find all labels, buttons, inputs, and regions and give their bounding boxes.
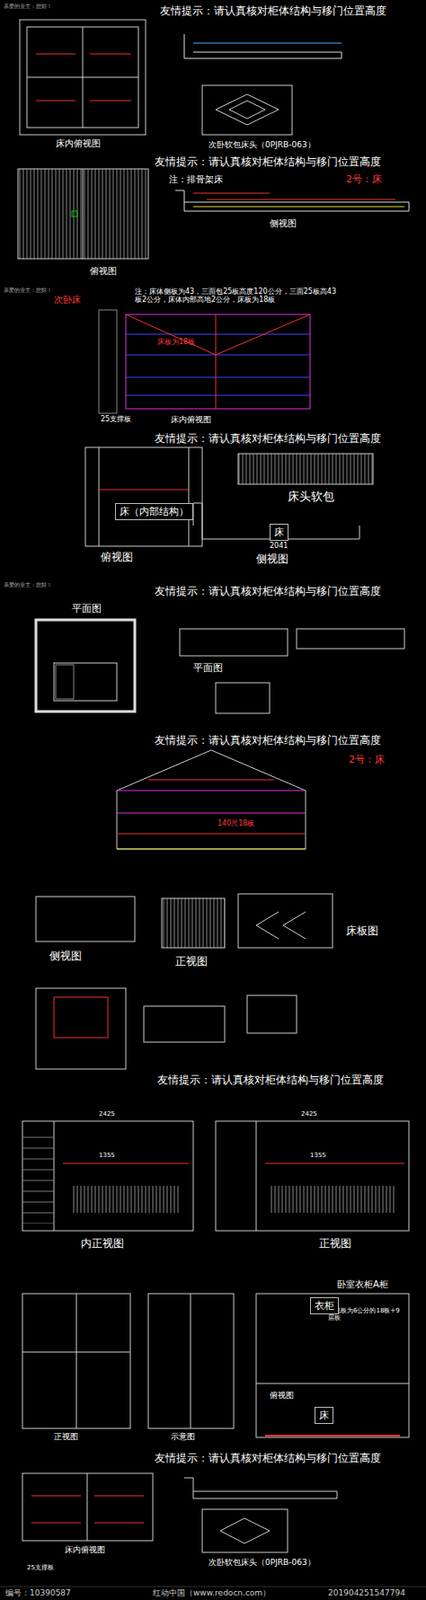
drawing-label: 床头软包 (287, 490, 335, 505)
drawing-label: 编号：10390587 (5, 1588, 71, 1598)
drawing-label: 2041 (269, 541, 288, 551)
drawing-label: 友情提示：请认真核对柜体结构与移门位置高度 (154, 156, 382, 169)
drawing-label: 友情提示：请认真核对柜体结构与移门位置高度 (154, 433, 382, 446)
part-name: 床 (319, 1409, 329, 1423)
drawing-label: 俯视图 (89, 266, 117, 277)
drawing-label: 亲爱的业主：您好！ (3, 287, 53, 294)
drawing-label: 次卧床 (53, 294, 81, 306)
drawing-label: 注：排骨架床 (168, 174, 223, 186)
drawing-label: 平面图 (71, 603, 102, 616)
drawing-label: 2号：床 (348, 754, 385, 767)
drawing-label: 卧室衣柜A柜 (337, 1279, 389, 1291)
drawing-label: 25支撑板 (26, 1564, 54, 1572)
part-box: 床 (314, 1407, 334, 1425)
drawing-label: 201904251547794 (328, 1588, 406, 1598)
drawing-label: 1355 (98, 1152, 116, 1160)
drawing-label: 床底板为6公分的18板+9层板 (328, 1307, 405, 1323)
part-name: 衣柜 (314, 1299, 335, 1314)
drawing-label: 亲爱的业主：您好！ (3, 582, 53, 589)
drawing-label: 次卧软包床头（0PJRB-063） (208, 1558, 316, 1568)
drawing-label: 正视图 (319, 1238, 352, 1252)
drawing-label: 床内俯视图 (64, 1545, 106, 1555)
drawing-label: 2425 (98, 1110, 116, 1119)
drawing-label: 次卧软包床头（0PJRB-063） (208, 140, 316, 150)
drawing-label: 床内俯视图 (55, 138, 101, 150)
part-name: 床（内部结构） (119, 505, 189, 519)
drawing-label: 侧视图 (49, 950, 82, 964)
drawing-label: 友情提示：请认真核对柜体结构与移门位置高度 (159, 5, 387, 18)
drawing-label: 正视图 (175, 956, 208, 969)
drawing-label: 床板为18板 (157, 337, 196, 347)
part-name: 床 (274, 525, 284, 540)
drawing-label: 床板图 (346, 925, 379, 939)
part-box: 床（内部结构） (115, 503, 194, 521)
drawing-label: 友情提示：请认真核对柜体结构与移门位置高度 (157, 1074, 384, 1088)
drawing-label: 2425 (301, 1110, 318, 1119)
drawing-label: 2号：床 (346, 174, 382, 187)
drawing-label: 平面图 (193, 663, 223, 675)
drawing-label: 正视图 (53, 1432, 79, 1442)
drawing-label: 俯视图 (269, 1391, 294, 1401)
drawing-label: 140尺18板 (217, 819, 255, 828)
part-box: 床 (269, 523, 289, 542)
drawing-label: 1355 (310, 1152, 327, 1160)
drawing-label: 俯视图 (100, 551, 134, 565)
drawing-label: 友情提示：请认真核对柜体结构与移门位置高度 (154, 585, 382, 599)
drawing-label: 友情提示：请认真核对柜体结构与移门位置高度 (154, 735, 382, 748)
drawing-label: 示意图 (170, 1432, 196, 1442)
drawing-label: 内正视图 (80, 1238, 125, 1252)
drawing-label: 亲爱的业主：您好！ (3, 3, 53, 10)
drawing-label: 红动中国（www.redocn.com） (152, 1588, 271, 1598)
drawing-label: 25支撑板 (100, 415, 132, 424)
drawing-label: 床内俯视图 (170, 415, 212, 425)
drawing-label: 注：床体侧板为43，三面包25板高度120公分，三面25板高43板2公分，床体内… (134, 287, 342, 304)
drawing-label: 友情提示：请认真核对柜体结构与移门位置高度 (154, 1453, 382, 1466)
part-box: 衣柜 (310, 1297, 339, 1315)
drawing-label: 侧视图 (256, 553, 289, 567)
drawing-label: 侧视图 (269, 218, 297, 230)
